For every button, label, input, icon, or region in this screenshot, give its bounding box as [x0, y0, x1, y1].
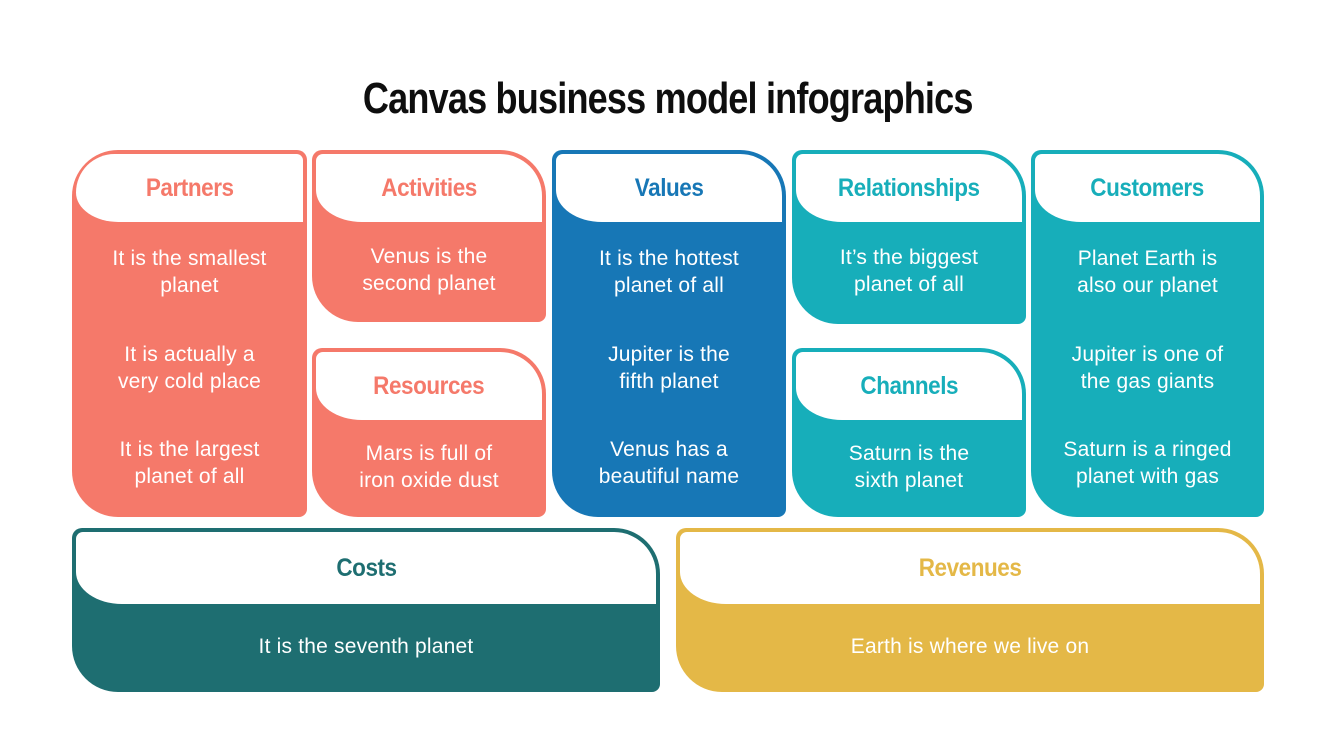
card-partners: Partners It is the smallest planet It is…	[72, 150, 307, 517]
card-costs-header: Costs	[76, 532, 656, 604]
page-title-text: Canvas business model infographics	[363, 74, 974, 123]
text-item: Jupiter is the fifth planet	[608, 342, 730, 393]
card-relationships-body: It’s the biggest planet of all	[796, 222, 1022, 320]
text-item: It is the seventh planet	[258, 634, 474, 658]
card-values-body: It is the hottest planet of all Jupiter …	[556, 222, 782, 513]
card-relationships: Relationships It’s the biggest planet of…	[792, 150, 1026, 324]
text-item: Planet Earth is also our planet	[1077, 246, 1218, 297]
card-activities-body: Venus is the second planet	[316, 222, 542, 318]
card-customers: Customers Planet Earth is also our plane…	[1031, 150, 1264, 517]
card-resources-header: Resources	[316, 352, 542, 420]
card-values-title: Values	[634, 173, 704, 202]
card-values: Values It is the hottest planet of all J…	[552, 150, 786, 517]
card-activities-title: Activities	[381, 173, 477, 202]
card-partners-header: Partners	[76, 154, 303, 222]
text-item: It is the smallest planet	[112, 246, 267, 297]
card-activities-header: Activities	[316, 154, 542, 222]
card-revenues-header: Revenues	[680, 532, 1260, 604]
card-costs-title: Costs	[335, 553, 397, 582]
text-item: Venus is the second planet	[362, 245, 496, 295]
card-relationships-title: Relationships	[838, 173, 980, 202]
text-item: It is actually a very cold place	[117, 342, 262, 393]
card-revenues-body: Earth is where we live on	[680, 604, 1260, 688]
card-relationships-header: Relationships	[796, 154, 1022, 222]
text-item: Venus has a beautiful name	[598, 438, 740, 489]
card-customers-body: Planet Earth is also our planet Jupiter …	[1035, 222, 1260, 513]
card-costs-body: It is the seventh planet	[76, 604, 656, 688]
card-channels-title: Channels	[860, 371, 958, 400]
card-customers-header: Customers	[1035, 154, 1260, 222]
card-costs: Costs It is the seventh planet	[72, 528, 660, 692]
card-values-header: Values	[556, 154, 782, 222]
text-item: Saturn is a ringed planet with gas	[1063, 438, 1232, 489]
card-channels-header: Channels	[796, 352, 1022, 420]
card-partners-body: It is the smallest planet It is actually…	[76, 222, 303, 513]
text-item: Mars is full of iron oxide dust	[359, 441, 499, 492]
text-item: Jupiter is one of the gas giants	[1071, 342, 1224, 393]
text-item: It is the largest planet of all	[119, 438, 260, 489]
card-resources-body: Mars is full of iron oxide dust	[316, 420, 542, 513]
text-item: Earth is where we live on	[850, 634, 1090, 658]
card-resources-title: Resources	[373, 371, 485, 400]
text-item: It’s the biggest planet of all	[839, 246, 979, 296]
text-item: It is the hottest planet of all	[599, 246, 739, 297]
card-channels: Channels Saturn is the sixth planet	[792, 348, 1026, 517]
card-customers-title: Customers	[1090, 173, 1205, 202]
card-resources: Resources Mars is full of iron oxide dus…	[312, 348, 546, 517]
text-item: Saturn is the sixth planet	[848, 441, 970, 492]
page-title: Canvas business model infographics	[0, 74, 1336, 124]
card-revenues-title: Revenues	[918, 553, 1022, 582]
card-channels-body: Saturn is the sixth planet	[796, 420, 1022, 513]
card-partners-title: Partners	[145, 173, 234, 202]
card-activities: Activities Venus is the second planet	[312, 150, 546, 322]
card-revenues: Revenues Earth is where we live on	[676, 528, 1264, 692]
